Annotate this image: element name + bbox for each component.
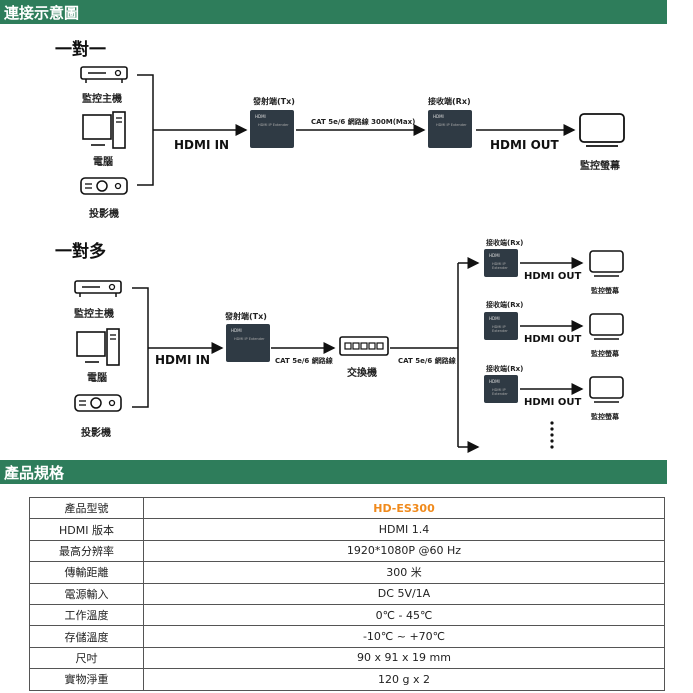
section-header-diagram: 連接示意圖 [0,0,667,24]
rx-label: 接收端(Rx) [428,97,471,106]
spec-value: 120 g x 2 [143,668,665,691]
spec-key: 尺吋 [29,646,144,670]
rx-label: 接收端(Rx) [486,365,524,373]
more-receivers-dots [550,421,554,449]
rx-label: 接收端(Rx) [486,239,524,247]
one-to-one-title: 一對一 [55,40,106,60]
source-label-projector: 投影機 [81,428,111,439]
projector-icon [74,394,122,412]
spec-key: HDMI 版本 [29,518,144,541]
nvr-icon [80,66,128,83]
hdmi-in-label: HDMI IN [155,353,211,367]
source-label-pc: 電腦 [93,157,113,168]
monitor-icon [589,313,624,340]
source-label-pc: 電腦 [87,373,107,384]
spec-key: 傳輸距離 [29,561,144,584]
nvr-icon [74,280,122,297]
cable-label: CAT 5e/6 網路線 [398,357,456,365]
rx-device: HDMI HDMI IP Extender [484,249,518,277]
projector-icon [80,177,128,195]
tx-label: 發射端(Tx) [253,97,295,106]
section-header-specs: 產品規格 [0,460,667,484]
switch-icon [339,336,389,356]
device-brand: HDMI [255,114,266,119]
device-brand: HDMI [489,379,500,384]
spec-value: 300 米 [143,561,665,584]
device-name: HDMI IP Extender [492,388,508,396]
device-brand: HDMI [489,316,500,321]
table-row: 傳輸距離 300 米 [29,561,665,584]
table-row: 存儲溫度 -10℃ ~ +70℃ [29,625,665,648]
rx-label: 接收端(Rx) [486,301,524,309]
device-brand: HDMI [489,253,500,258]
source-label-nvr: 監控主機 [74,309,114,320]
display-label: 監控螢幕 [591,350,619,358]
spec-value: HD-ES300 [143,496,665,520]
spec-key: 實物淨重 [29,668,144,691]
rx-device: HDMI HDMI IP Extender [428,110,472,148]
device-name: HDMI IP Extender [436,123,467,127]
cable-label: CAT 5e/6 網路線 300M(Max) [311,118,416,126]
spec-value: DC 5V/1A [143,582,665,605]
one-to-many-title: 一對多 [55,242,106,262]
spec-value: -10℃ ~ +70℃ [143,625,665,648]
monitor-icon [579,113,625,147]
computer-icon [76,328,120,366]
hdmi-in-label: HDMI IN [174,138,230,152]
monitor-icon [589,376,624,403]
spec-key: 產品型號 [29,496,144,520]
device-name: HDMI IP Extender [492,262,508,270]
table-row: 產品型號 HD-ES300 [29,496,665,520]
device-name: HDMI IP Extender [258,123,289,127]
spec-table: 產品型號 HD-ES300 HDMI 版本 HDMI 1.4 最高分辨率 192… [29,496,665,691]
spec-key: 存儲溫度 [29,625,144,648]
device-name: HDMI IP Extender [492,325,508,333]
tx-device: HDMI HDMI IP Extender [250,110,294,148]
table-row: 尺吋 90 x 91 x 19 mm [29,646,665,670]
display-label: 監控螢幕 [591,413,619,421]
tx-device: HDMI HDMI IP Extender [226,324,270,362]
table-row: 最高分辨率 1920*1080P @60 Hz [29,539,665,563]
section-title: 連接示意圖 [4,4,80,22]
rx-device: HDMI HDMI IP Extender [484,375,518,403]
rx-device: HDMI HDMI IP Extender [484,312,518,340]
hdmi-out-label: HDMI OUT [490,138,559,152]
display-label: 監控螢幕 [580,161,620,172]
spec-key: 工作溫度 [29,603,144,627]
device-brand: HDMI [433,114,444,119]
device-name: HDMI IP Extender [234,337,265,341]
spec-key: 電源輸入 [29,582,144,605]
section-title: 產品規格 [4,464,65,482]
spec-key: 最高分辨率 [29,539,144,563]
computer-icon [82,111,126,149]
table-row: 電源輸入 DC 5V/1A [29,582,665,605]
spec-value: 1920*1080P @60 Hz [143,539,665,563]
hdmi-out-label: HDMI OUT [524,397,582,408]
hdmi-out-label: HDMI OUT [524,334,582,345]
cable-label: CAT 5e/6 網路線 [275,357,333,365]
table-row: 實物淨重 120 g x 2 [29,668,665,691]
spec-value: HDMI 1.4 [143,518,665,541]
tx-label: 發射端(Tx) [225,312,267,321]
table-row: 工作溫度 0℃ - 45℃ [29,603,665,627]
display-label: 監控螢幕 [591,287,619,295]
device-brand: HDMI [231,328,242,333]
source-label-projector: 投影機 [89,209,119,220]
spec-value: 90 x 91 x 19 mm [143,646,665,670]
table-row: HDMI 版本 HDMI 1.4 [29,518,665,541]
source-label-nvr: 監控主機 [82,94,122,105]
hdmi-out-label: HDMI OUT [524,271,582,282]
spec-value: 0℃ - 45℃ [143,603,665,627]
switch-label: 交換機 [347,368,377,379]
monitor-icon [589,250,624,277]
